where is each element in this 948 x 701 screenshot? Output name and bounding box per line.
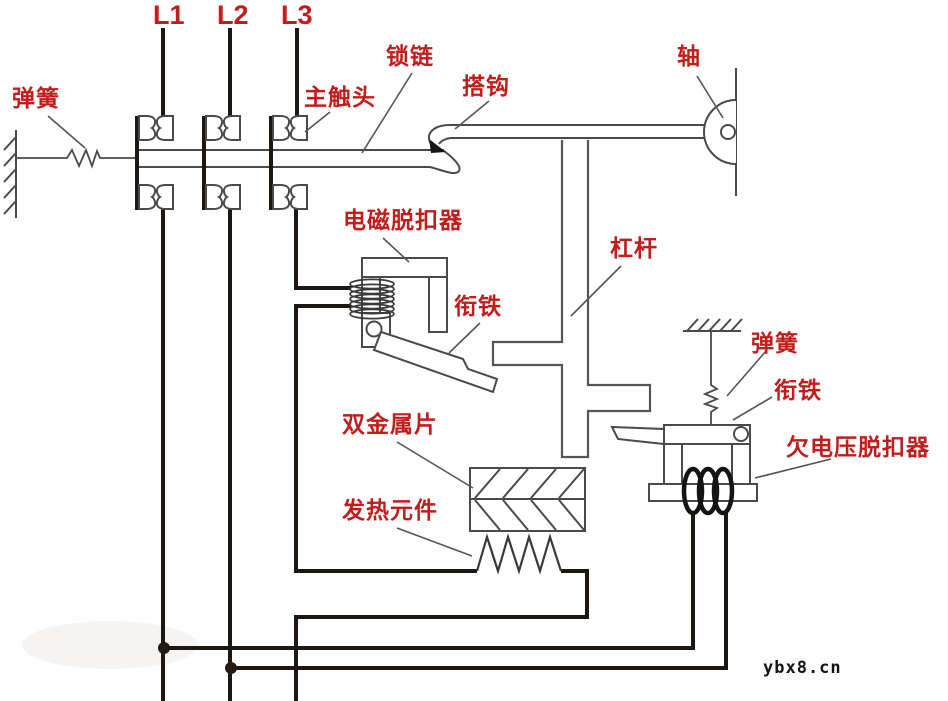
leader-shaft — [696, 75, 724, 119]
leader-main-contact — [304, 111, 331, 133]
leader-spring-right — [726, 350, 767, 397]
label-shaft: 轴 — [677, 43, 701, 69]
contact-upper-L3 — [272, 115, 308, 141]
leader-spring-left — [47, 115, 86, 149]
label-hook: 搭钩 — [462, 73, 510, 99]
leader-heater — [396, 527, 473, 557]
junction-dot-L2 — [225, 662, 237, 674]
contact-upper-L2 — [205, 115, 241, 141]
contact-bridge-bar — [136, 149, 461, 175]
em-armature — [372, 330, 499, 394]
leader-armature-right — [732, 396, 773, 421]
leader-hook — [454, 100, 490, 130]
uv-armature — [663, 424, 751, 445]
contact-lower-L1 — [138, 184, 174, 210]
leader-bimetal — [396, 441, 474, 489]
label-phase-L1: L1 — [153, 0, 185, 30]
leader-lever — [570, 265, 622, 317]
wire-uv-right — [230, 512, 728, 670]
main-contacts — [135, 115, 308, 210]
trip-lever — [491, 140, 652, 459]
label-spring-left: 弹簧 — [12, 85, 60, 111]
junction-dot-L1 — [158, 642, 170, 654]
leader-lines — [47, 72, 832, 557]
label-bimetal: 双金属片 — [342, 411, 438, 437]
watermark: ybx8.cn — [763, 658, 842, 678]
em-core-right-leg — [428, 276, 448, 333]
label-lever: 杠杆 — [610, 235, 658, 261]
contact-lower-L3 — [272, 184, 308, 210]
shaft-pivot — [703, 68, 737, 196]
em-release-unit — [361, 257, 499, 394]
latch-claw — [429, 150, 461, 175]
em-core-top — [361, 257, 448, 278]
spring-left-symbol — [16, 147, 136, 169]
scan-smudge — [22, 621, 198, 669]
label-armature-right: 衔铁 — [774, 377, 822, 403]
wire-uv-left — [163, 512, 695, 650]
latch-contact-wedge — [429, 139, 446, 153]
uv-ceiling-anchor — [683, 318, 743, 332]
leader-lock-chain — [361, 72, 413, 154]
uv-core-left-leg — [663, 443, 683, 485]
contact-upper-L1 — [138, 115, 174, 141]
bimetal-strip — [469, 467, 586, 532]
label-em-release: 电磁脱扣器 — [343, 207, 463, 233]
phase-wires — [161, 28, 728, 701]
uv-pivot-hole — [733, 426, 749, 442]
spring-right-symbol — [702, 331, 720, 427]
left-wall-anchor — [3, 130, 17, 218]
wire-L3-to-coil — [294, 209, 351, 290]
uv-core-right-leg — [731, 443, 751, 485]
uv-armature-arm — [610, 425, 665, 446]
leader-armature-left — [448, 322, 481, 354]
label-main-contact: 主触头 — [304, 84, 376, 110]
label-armature-left: 衔铁 — [454, 293, 502, 319]
leader-em-release — [382, 237, 410, 263]
label-lock-chain: 锁链 — [386, 43, 434, 69]
heater-element — [475, 533, 563, 575]
label-spring-right: 弹簧 — [751, 330, 799, 356]
uv-coil — [681, 466, 735, 516]
em-coil — [349, 278, 395, 320]
wire-heater-out — [294, 569, 589, 701]
contact-lower-L2 — [205, 184, 241, 210]
em-pivot-hole — [365, 320, 383, 338]
label-heater: 发热元件 — [342, 497, 438, 523]
leader-uv-release — [754, 458, 832, 479]
wire-coil-return — [294, 304, 477, 573]
em-core-left-leg — [361, 276, 381, 318]
label-phase-L2: L2 — [217, 0, 249, 30]
label-uv-release: 欠电压脱扣器 — [786, 434, 930, 460]
label-phase-L3: L3 — [281, 0, 313, 30]
